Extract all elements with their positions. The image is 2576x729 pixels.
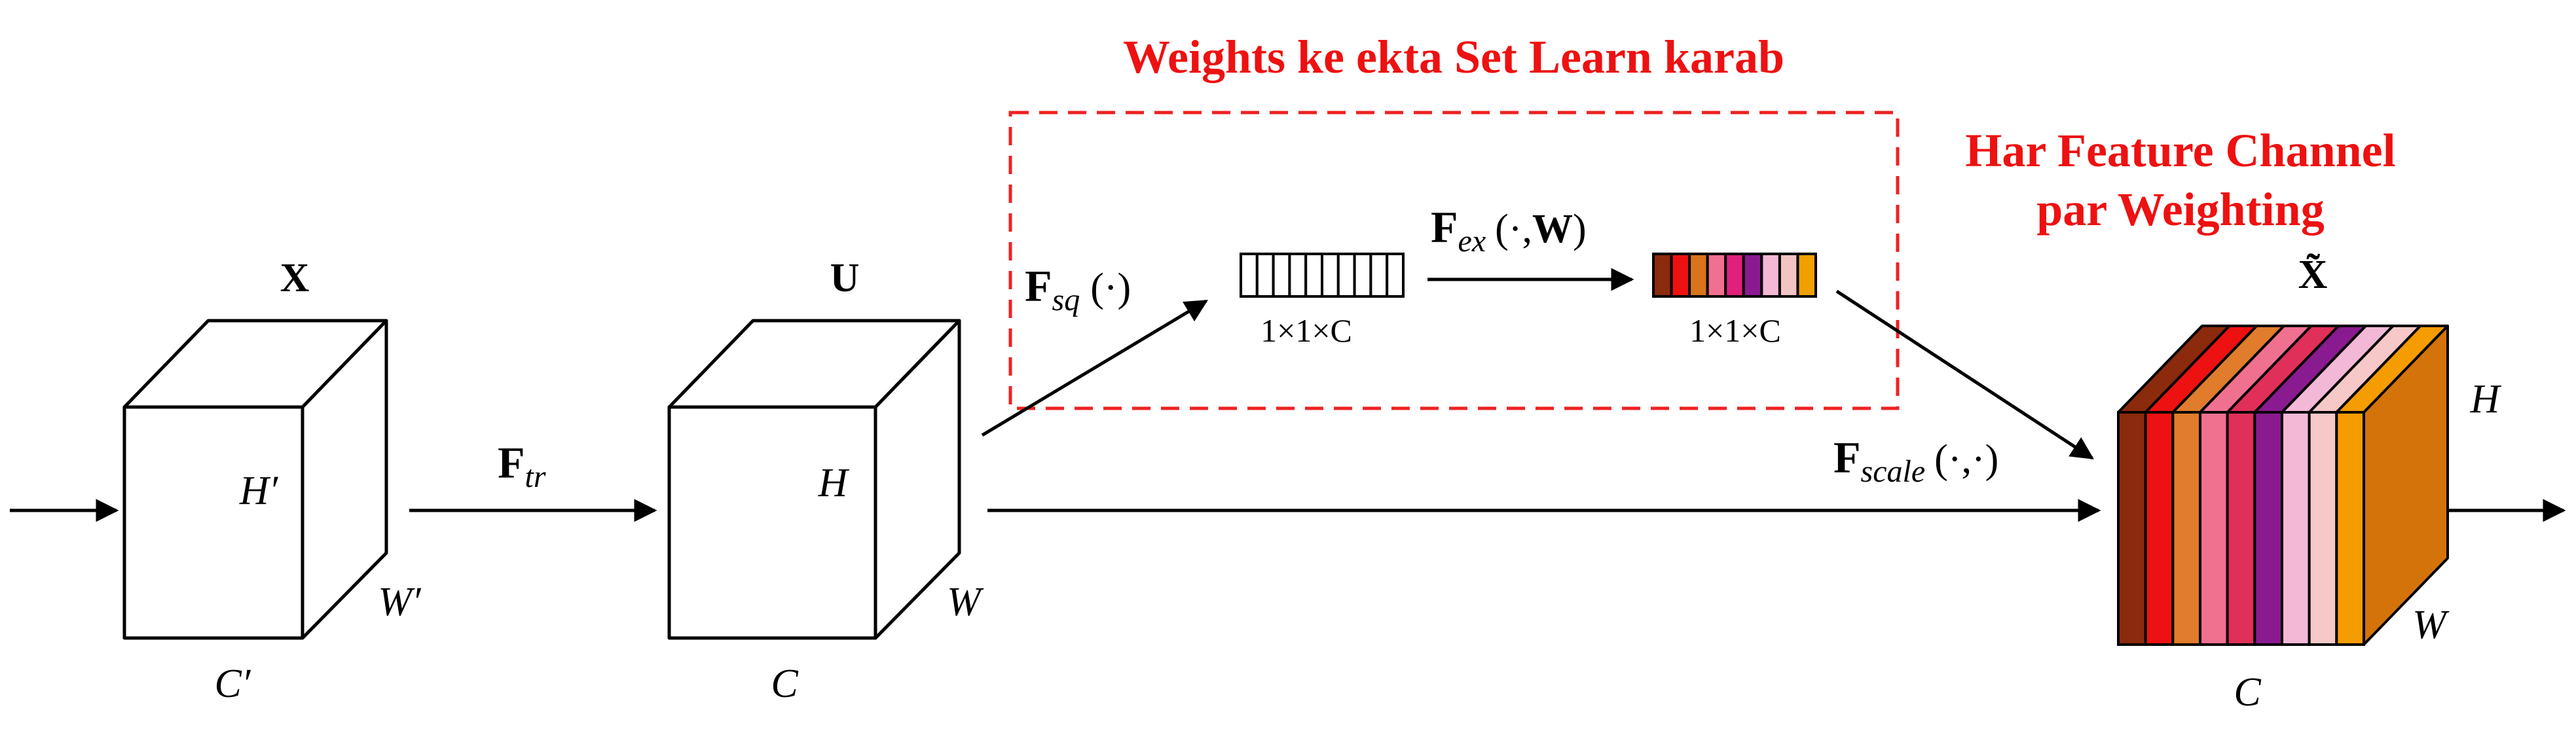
squeeze-arrow bbox=[981, 299, 1209, 437]
tensor-x-cube bbox=[122, 319, 388, 640]
tensor-x-name: X bbox=[280, 256, 310, 300]
tensor-u-cube bbox=[667, 319, 961, 640]
squeezed-cell bbox=[1288, 253, 1308, 298]
excited-cell bbox=[1778, 253, 1799, 298]
squeezed-cell bbox=[1353, 253, 1372, 298]
excited-vector-dims: 1×1×C bbox=[1689, 312, 1781, 349]
squeezed-cell bbox=[1336, 253, 1356, 298]
excited-channel-vector bbox=[1652, 253, 1817, 298]
tensor-x-tilde-cube bbox=[2117, 325, 2449, 646]
squeezed-cell bbox=[1386, 253, 1405, 298]
output-slice-front bbox=[2199, 411, 2229, 646]
tensor-x-tilde-channels: C bbox=[2234, 670, 2261, 715]
learned-weights-region bbox=[1008, 111, 1900, 410]
squeezed-cell bbox=[1304, 253, 1323, 298]
output-slice-front bbox=[2144, 411, 2175, 646]
tensor-x-tilde-width: W bbox=[2412, 603, 2450, 647]
tensor-u-channels: C bbox=[771, 662, 798, 706]
excited-cell bbox=[1670, 253, 1691, 298]
annotation-channel-weighting-line2: par Weighting bbox=[2036, 183, 2325, 236]
excited-cell bbox=[1742, 253, 1763, 298]
output-slice-front bbox=[2308, 411, 2338, 646]
tensor-x-tilde-height: H bbox=[2470, 377, 2502, 421]
squeezed-cell bbox=[1369, 253, 1389, 298]
squeezed-cell bbox=[1255, 253, 1275, 298]
output-slice-front bbox=[2171, 411, 2201, 646]
tensor-u-width: W bbox=[947, 580, 984, 624]
output-slice-front bbox=[2281, 411, 2311, 646]
annotation-channel-weighting-line1: Har Feature Channel bbox=[1965, 124, 2396, 177]
op-fsq-label: Fsq(·) bbox=[1025, 261, 1131, 317]
tensor-u-name: U bbox=[830, 256, 860, 300]
op-ftr-label: Ftr bbox=[498, 438, 546, 494]
tensor-x-channels: C′ bbox=[215, 662, 251, 706]
squeezed-channel-vector bbox=[1240, 253, 1405, 298]
annotation-learn-weights: Weights ke ekta Set Learn karab bbox=[1122, 31, 1784, 83]
tensor-x-height: H′ bbox=[239, 469, 279, 513]
squeezed-cell bbox=[1272, 253, 1291, 298]
excited-cell bbox=[1724, 253, 1745, 298]
op-fex-label: Fex(·,W) bbox=[1431, 202, 1587, 258]
excited-cell bbox=[1760, 253, 1781, 298]
output-slice-front bbox=[2117, 411, 2147, 646]
output-slice-front bbox=[2253, 411, 2283, 646]
squeezed-cell bbox=[1321, 253, 1340, 298]
tensor-u-height: H bbox=[818, 461, 850, 505]
excited-cell bbox=[1652, 253, 1673, 298]
squeezed-cell bbox=[1240, 253, 1259, 298]
tensor-x-width: W′ bbox=[378, 580, 422, 624]
tensor-x-tilde-name: X̃ bbox=[2298, 253, 2328, 297]
excited-cell bbox=[1796, 253, 1817, 298]
weights-to-output-arrow bbox=[1835, 289, 2094, 460]
excited-cell bbox=[1688, 253, 1709, 298]
output-slice-front bbox=[2335, 411, 2365, 646]
squeezed-vector-dims: 1×1×C bbox=[1260, 312, 1352, 349]
output-slice-front bbox=[2226, 411, 2256, 646]
op-fscale-label: Fscale(·,·) bbox=[1833, 433, 1998, 489]
excited-cell bbox=[1706, 253, 1727, 298]
